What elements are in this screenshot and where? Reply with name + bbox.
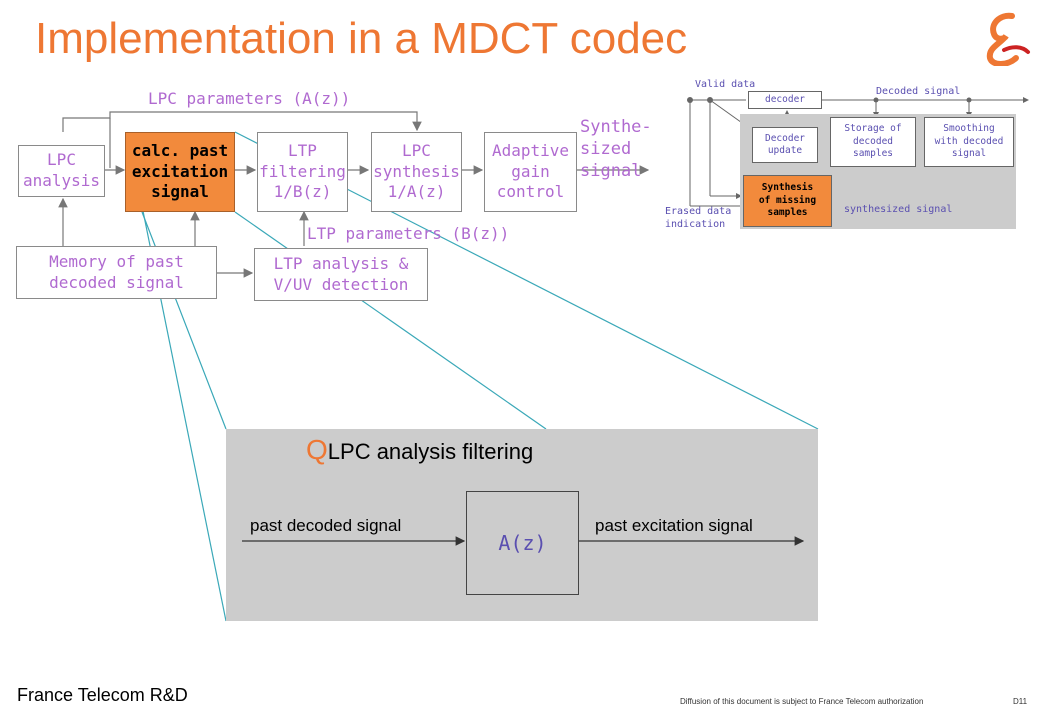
synthesized-signal-label: Synthe- sized signal [580, 117, 652, 182]
smoothing-block: Smoothing with decoded signal [924, 117, 1014, 167]
lpc-analysis-block: LPC analysis [18, 145, 105, 197]
a-z-filter-block: A(z) [466, 491, 579, 595]
erased-data-label: Erased data indication [665, 206, 732, 230]
footer-notice: Diffusion of this document is subject to… [680, 697, 924, 706]
calc-past-excitation-block: calc. past excitation signal [125, 132, 235, 212]
france-telecom-logo [986, 12, 1030, 66]
ltp-analysis-block: LTP analysis & V/UV detection [254, 248, 428, 301]
decoded-signal-label: Decoded signal [876, 86, 961, 97]
ltp-parameters-label: LTP parameters (B(z)) [307, 224, 510, 243]
ltp-filtering-block: LTP filtering 1/B(z) [257, 132, 348, 212]
synthesis-missing-block: Synthesis of missing samples [743, 175, 832, 227]
page-number: D11 [1013, 697, 1028, 706]
footer-org: France Telecom R&D [17, 685, 188, 705]
adaptive-gain-block: Adaptive gain control [484, 132, 577, 212]
input-signal-label: past decoded signal [250, 516, 402, 535]
decoder-block: decoder [748, 91, 822, 109]
lpc-parameters-label: LPC parameters (A(z)) [148, 89, 351, 108]
valid-data-label: Valid data [695, 79, 756, 90]
storage-block: Storage of decoded samples [830, 117, 916, 167]
synthesized-signal-mini-label: synthesized signal [844, 204, 953, 215]
page-title: Implementation in a MDCT codec [35, 14, 688, 63]
bullet-icon: Q [306, 434, 328, 465]
detail-panel-title: QLPC analysis filtering [306, 434, 533, 466]
output-signal-label: past excitation signal [595, 516, 753, 535]
detail-title-text: LPC analysis filtering [327, 439, 534, 464]
lpc-synthesis-block: LPC synthesis 1/A(z) [371, 132, 462, 212]
decoder-update-block: Decoder update [752, 127, 818, 163]
memory-block: Memory of past decoded signal [16, 246, 217, 299]
